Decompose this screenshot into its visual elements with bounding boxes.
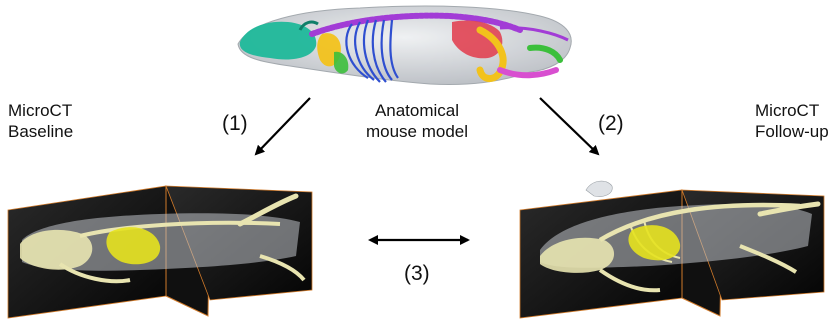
model-label-line1: Anatomical <box>362 100 472 121</box>
followup-label-line2: Follow-up <box>755 121 829 142</box>
step-2-label: (2) <box>598 112 624 136</box>
baseline-label: MicroCT Baseline <box>8 100 73 142</box>
anatomical-mouse-model <box>238 6 571 84</box>
microct-followup-volume <box>520 181 824 318</box>
mouse-model-skull <box>240 22 316 60</box>
microct-baseline-volume <box>8 186 312 318</box>
step-1-label: (1) <box>222 112 248 136</box>
model-label-line2: mouse model <box>362 121 472 142</box>
arrow-step-2 <box>540 98 598 154</box>
step-3-label: (3) <box>404 262 430 286</box>
arrow-step-1 <box>256 98 310 154</box>
followup-label: MicroCT Follow-up <box>755 100 829 142</box>
baseline-label-line1: MicroCT <box>8 100 73 121</box>
baseline-label-line2: Baseline <box>8 121 73 142</box>
followup-label-line1: MicroCT <box>755 100 829 121</box>
model-label: Anatomical mouse model <box>362 100 472 142</box>
